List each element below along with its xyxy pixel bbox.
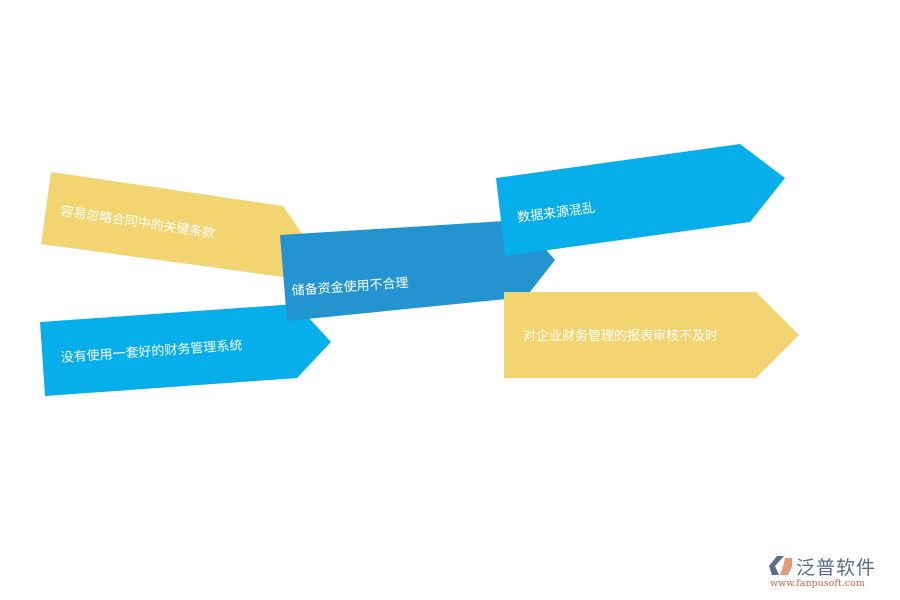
logo-name: 泛普软件 (796, 557, 877, 579)
logo-mark-icon (769, 556, 792, 575)
arrow-2: 没有使用一套好的财务管理系统 (40, 304, 331, 396)
arrow-1-shape (41, 172, 310, 277)
arrow-3: 储备资金使用不合理 (280, 220, 555, 321)
fanpusoft-logo: 泛普软件 www.fanpusoft.com (768, 553, 893, 593)
arrow-2-shape (40, 304, 331, 396)
arrow-4-shape (496, 144, 785, 256)
logo-url: www.fanpusoft.com (770, 578, 865, 589)
arrow-5-shape (504, 292, 799, 378)
arrow-1: 容易忽略合同中的关键条款 (41, 172, 310, 277)
logo-mark-gray (769, 556, 784, 575)
logo-mark-orange (780, 558, 792, 575)
arrow-3-shape (280, 220, 555, 321)
arrow-5: 对企业财务管理的报表审核不及时 (504, 292, 799, 378)
arrow-5-label: 对企业财务管理的报表审核不及时 (523, 328, 718, 344)
arrow-4: 数据来源混乱 (496, 144, 785, 256)
